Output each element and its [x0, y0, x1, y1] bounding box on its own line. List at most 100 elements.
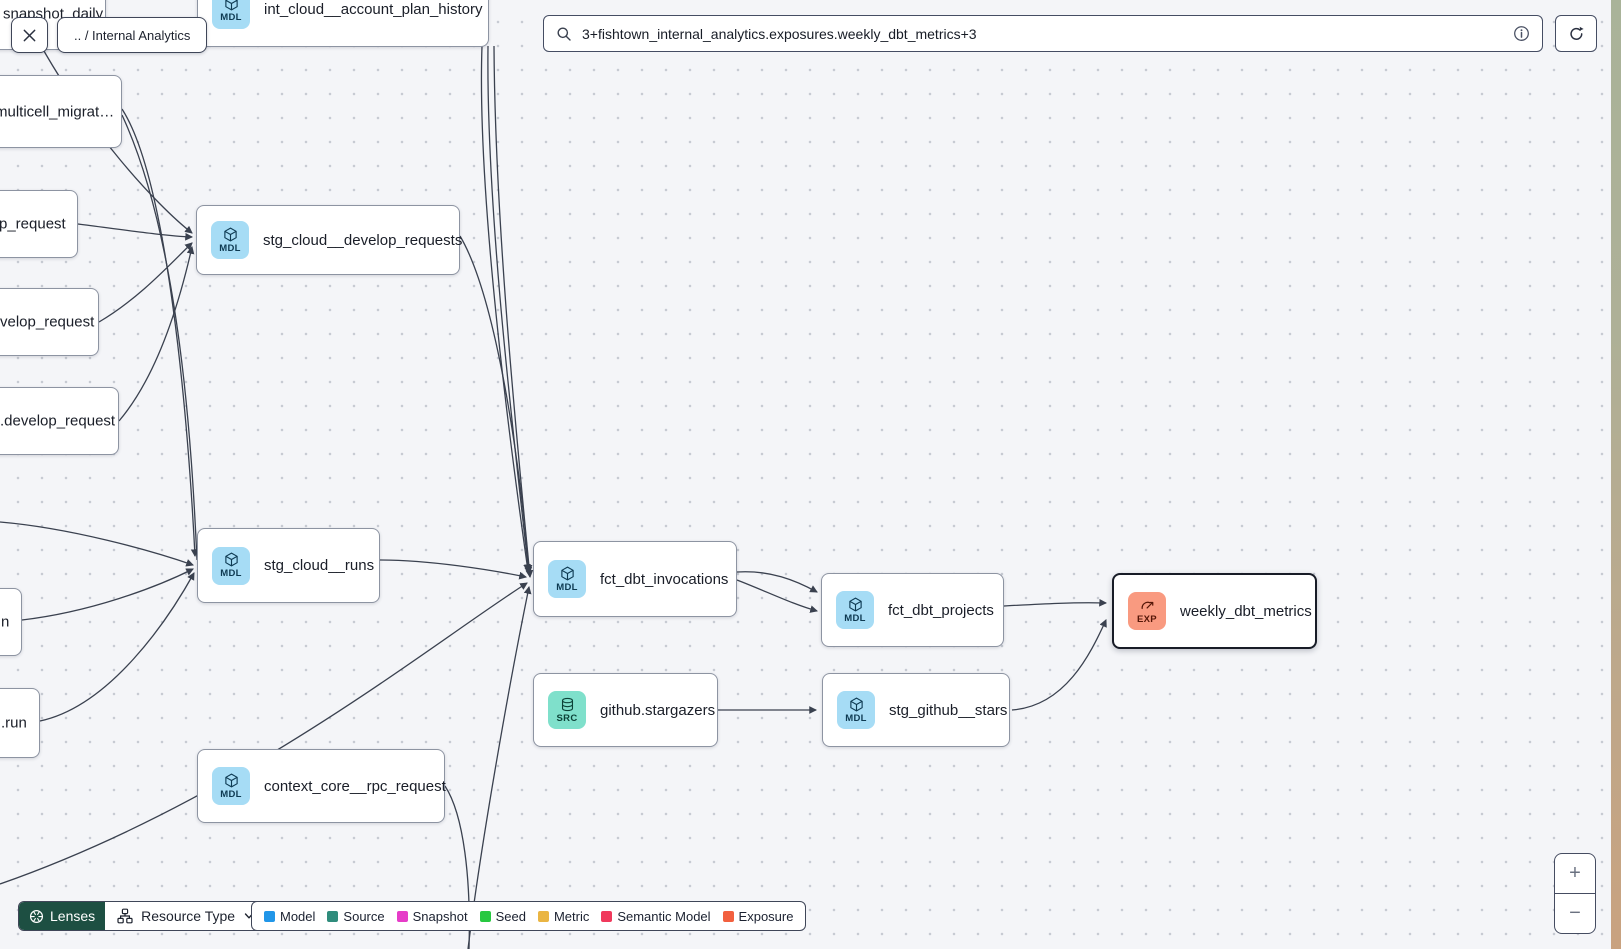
node-label: context_core__rpc_request [264, 777, 446, 795]
graph-node-weekly_dbt_metrics[interactable]: EXP weekly_dbt_metrics [1112, 573, 1317, 649]
badge-label: MDL [845, 712, 867, 724]
graph-node-run_node[interactable]: .run [0, 688, 40, 758]
node-label: .develop_request [0, 412, 116, 430]
graph-node-multicell_migrat[interactable]: multicell_migrat… [0, 75, 122, 148]
legend-label: Semantic Model [617, 908, 711, 924]
legend-swatch [537, 910, 549, 922]
legend-swatch [722, 910, 734, 922]
breadcrumb[interactable]: .. / Internal Analytics [57, 17, 208, 53]
cube-icon [223, 227, 237, 242]
selector-search-bar [543, 15, 1543, 52]
node-label: github.stargazers [600, 701, 716, 719]
legend-swatch [396, 910, 408, 922]
cube-badge-mdl: MDL [212, 767, 250, 805]
legend-item-seed: Seed [479, 908, 526, 924]
zoom-out-button[interactable]: − [1555, 893, 1595, 933]
legend-label: Metric [553, 908, 590, 924]
cube-icon [560, 566, 574, 581]
search-icon [557, 27, 571, 41]
graph-node-context_core__rpc_request[interactable]: MDL context_core__rpc_request [197, 749, 446, 823]
info-icon[interactable] [1513, 25, 1530, 42]
cube-badge-mdl: MDL [548, 560, 586, 598]
graph-node-fct_dbt_projects[interactable]: MDL fct_dbt_projects [821, 573, 1004, 647]
node-label: fct_dbt_projects [888, 601, 994, 619]
lenses-label: Lenses [50, 908, 96, 924]
gauge-badge-exp: EXP [1128, 592, 1166, 630]
graph-node-n_node[interactable]: n [0, 588, 22, 656]
legend-item-source: Source [327, 908, 385, 924]
resource-type-legend: Model Source Snapshot Seed Metric Semantic Mo… [251, 901, 807, 931]
cube-badge-mdl: MDL [837, 691, 875, 729]
graph-node-stg_cloud__runs[interactable]: MDL stg_cloud__runs [197, 528, 380, 603]
graph-node-dot_develop_request[interactable]: .develop_request [0, 387, 119, 455]
legend-item-model: Model [264, 909, 315, 924]
refresh-icon [1569, 26, 1584, 40]
lenses-aperture-icon [29, 909, 44, 923]
cube-icon [224, 0, 238, 11]
zoom-out-icon: − [1569, 902, 1581, 924]
legend-swatch [479, 910, 491, 922]
legend-item-exposure: Exposure [722, 908, 794, 924]
graph-node-stg_github__stars[interactable]: MDL stg_github__stars [822, 673, 1010, 747]
node-label: stg_github__stars [889, 701, 1008, 719]
legend-label: Snapshot [412, 908, 468, 924]
cube-icon [224, 773, 238, 788]
node-label: velop_request [0, 313, 95, 331]
zoom-in-button[interactable]: + [1555, 854, 1595, 893]
badge-label: MDL [220, 788, 242, 800]
graph-node-velop_request[interactable]: velop_request [0, 288, 99, 356]
node-label: .run [1, 714, 27, 732]
cube-badge-mdl: MDL [212, 0, 250, 29]
lenses-toolbar: Lenses Resource Type [18, 901, 269, 931]
badge-label: MDL [220, 12, 242, 24]
desktop-edge-strip [1611, 0, 1621, 949]
cube-badge-mdl: MDL [836, 591, 874, 629]
badge-label: MDL [556, 581, 578, 593]
graph-node-p_request[interactable]: p_request [0, 190, 78, 258]
refresh-button[interactable] [1555, 15, 1597, 52]
cube-badge-mdl: MDL [211, 221, 249, 259]
legend-swatch [601, 910, 613, 922]
node-label: fct_dbt_invocations [600, 570, 729, 588]
badge-label: MDL [844, 612, 866, 624]
cube-icon [849, 697, 863, 712]
node-label: p_request [0, 215, 66, 233]
badge-label: SRC [556, 712, 578, 724]
legend-item-snapshot: Snapshot [396, 908, 468, 924]
graph-node-fct_dbt_invocations[interactable]: MDL fct_dbt_invocations [533, 541, 737, 617]
lenses-button[interactable]: Lenses [19, 902, 106, 930]
close-button[interactable] [11, 17, 48, 53]
node-label: weekly_dbt_metrics [1180, 602, 1312, 620]
legend-label: Seed [495, 908, 526, 924]
legend-swatch [327, 910, 339, 922]
badge-label: EXP [1137, 613, 1157, 625]
zoom-controls: + − [1554, 853, 1596, 934]
selector-search-input[interactable] [582, 25, 1503, 42]
resource-type-dropdown[interactable]: Resource Type [105, 902, 268, 930]
zoom-in-icon: + [1569, 862, 1581, 884]
resource-type-icon [117, 908, 133, 924]
database-icon [561, 697, 573, 711]
legend-item-semantic-model: Semantic Model [601, 908, 711, 924]
gauge-icon [1141, 601, 1153, 609]
badge-label: MDL [220, 568, 242, 580]
legend-label: Model [280, 908, 316, 924]
graph-node-github_stargazers[interactable]: SRC github.stargazers [533, 673, 718, 747]
badge-label: MDL [219, 242, 241, 254]
node-label: stg_cloud__runs [264, 557, 375, 574]
breadcrumb-label: .. / Internal Analytics [74, 27, 191, 43]
cube-badge-mdl: MDL [212, 546, 250, 585]
resource-type-label: Resource Type [141, 908, 236, 924]
legend-swatch [264, 910, 275, 922]
cube-icon [224, 552, 238, 567]
node-label: n [1, 613, 10, 631]
legend-item-metric: Metric [537, 908, 590, 924]
legend-label: Exposure [738, 908, 794, 924]
cube-icon [848, 597, 862, 612]
node-label: multicell_migrat… [0, 103, 115, 120]
legend-label: Source [343, 908, 385, 924]
